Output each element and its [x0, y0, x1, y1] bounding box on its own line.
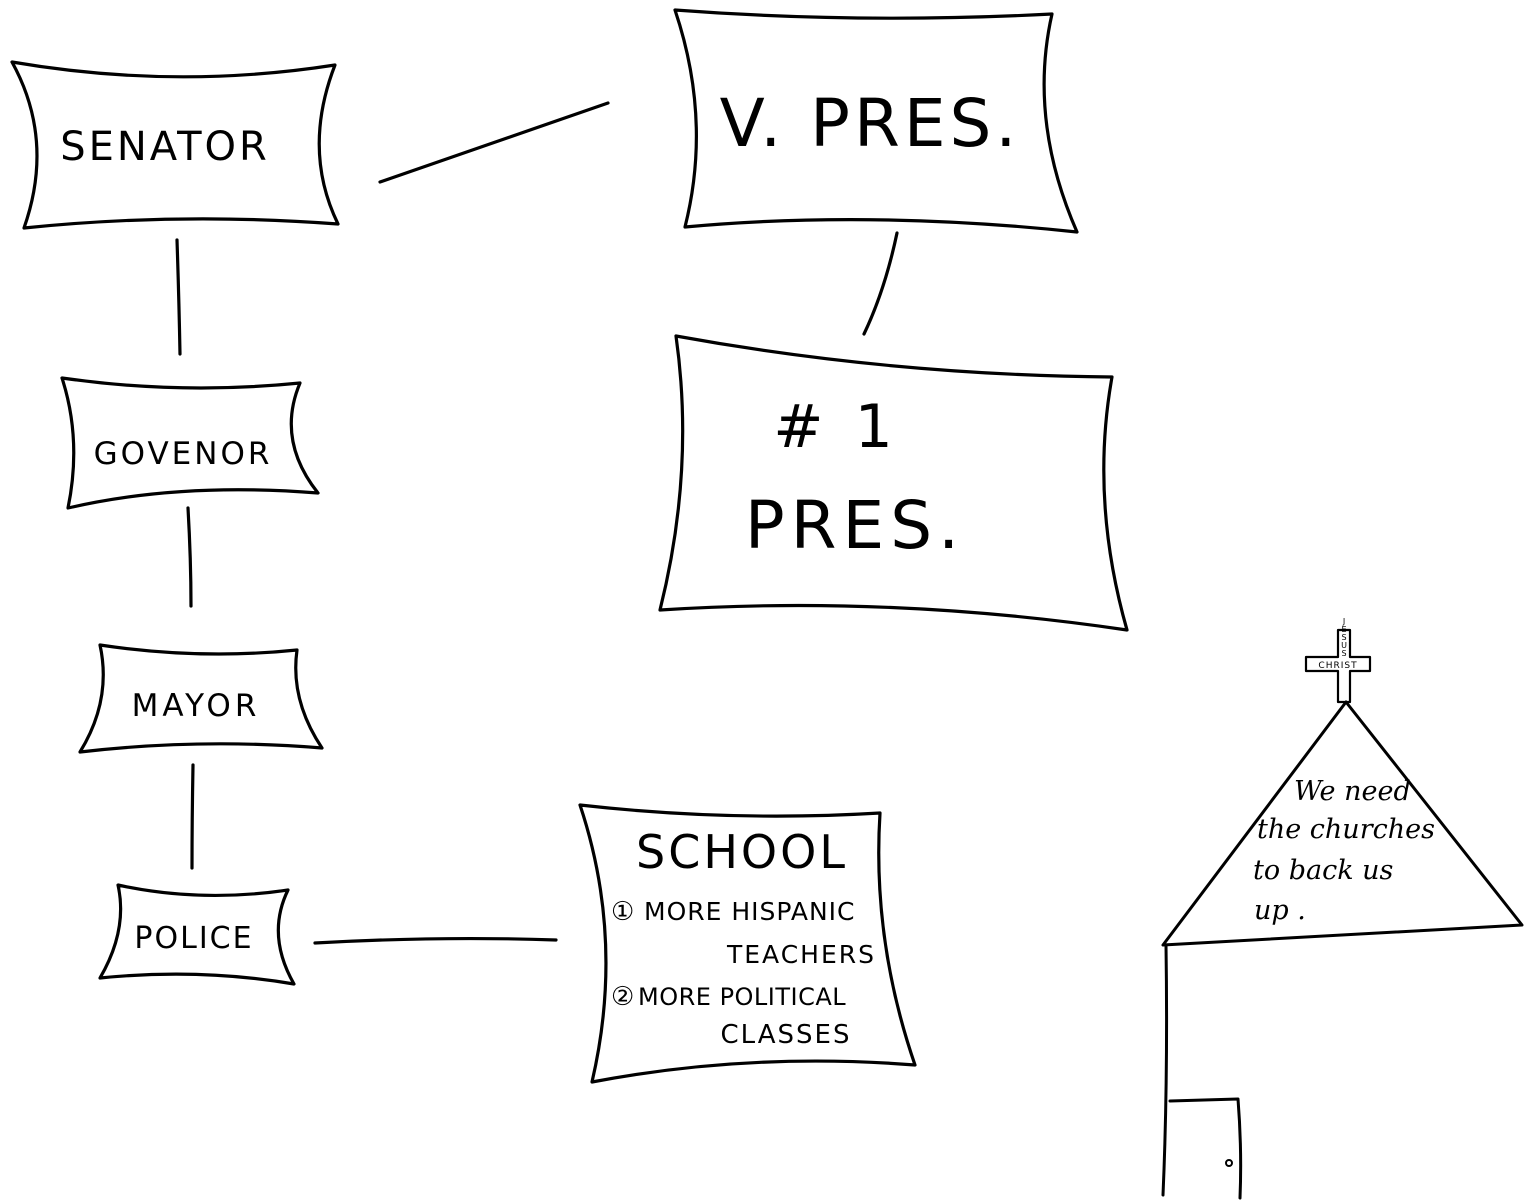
- school-item1-line2: TEACHERS: [726, 940, 876, 969]
- vice-president-label: V. PRES.: [720, 85, 1021, 162]
- connector-mayor-police: [190, 763, 195, 870]
- school-node: SCHOOL ① MORE HISPANIC TEACHERS ② MORE P…: [578, 803, 917, 1084]
- president-label: PRES.: [745, 487, 965, 564]
- president-number-label: # 1: [773, 392, 899, 462]
- police-node: POLICE: [98, 883, 296, 986]
- connector-governor-mayor: [186, 506, 193, 608]
- school-item1-line1: MORE HISPANIC: [644, 897, 856, 926]
- church-door: [1168, 1097, 1243, 1200]
- vice-president-box: [673, 8, 1079, 234]
- church-drawing: JESUS CHRIST We need the churches to bac…: [1161, 617, 1524, 1200]
- church-message-line1: We need: [1294, 776, 1411, 807]
- police-label: POLICE: [134, 921, 253, 956]
- cross-icon: [1304, 628, 1372, 704]
- door-knob: [1225, 1159, 1233, 1167]
- governor-box: [60, 376, 320, 510]
- cross-vertical-text: JESUS: [1340, 617, 1349, 657]
- school-item2-marker: ②: [611, 982, 634, 1012]
- mayor-node: MAYOR: [78, 643, 324, 754]
- school-item1-marker: ①: [611, 897, 634, 927]
- school-box: [578, 803, 917, 1084]
- mayor-box: [78, 643, 324, 754]
- school-title: SCHOOL: [636, 825, 848, 879]
- senator-node: SENATOR: [10, 60, 340, 230]
- president-node: # 1 PRES.: [658, 334, 1129, 632]
- connector-vpres-pres: [862, 231, 899, 336]
- police-box: [98, 883, 296, 986]
- senator-label: SENATOR: [60, 124, 270, 170]
- connector-senator-vpres: [378, 101, 610, 184]
- church-message-line3: to back us: [1253, 855, 1393, 886]
- church-message-line2: the churches: [1257, 814, 1435, 845]
- connector-police-school: [313, 936, 558, 945]
- church-left-wall: [1161, 943, 1169, 1197]
- cross-horizontal-text: CHRIST: [1318, 661, 1357, 671]
- vice-president-node: V. PRES.: [673, 8, 1079, 234]
- church-roof: [1161, 700, 1524, 947]
- governor-node: GOVENOR: [60, 376, 320, 510]
- school-item2-line1: MORE POLITICAL: [638, 983, 846, 1011]
- church-message-line4: up .: [1254, 895, 1306, 926]
- mayor-label: MAYOR: [132, 688, 261, 724]
- president-box: [658, 334, 1129, 632]
- senator-box: [10, 60, 340, 230]
- school-item2-line2: CLASSES: [721, 1020, 852, 1050]
- connector-senator-governor: [175, 238, 182, 356]
- governor-label: GOVENOR: [94, 436, 273, 472]
